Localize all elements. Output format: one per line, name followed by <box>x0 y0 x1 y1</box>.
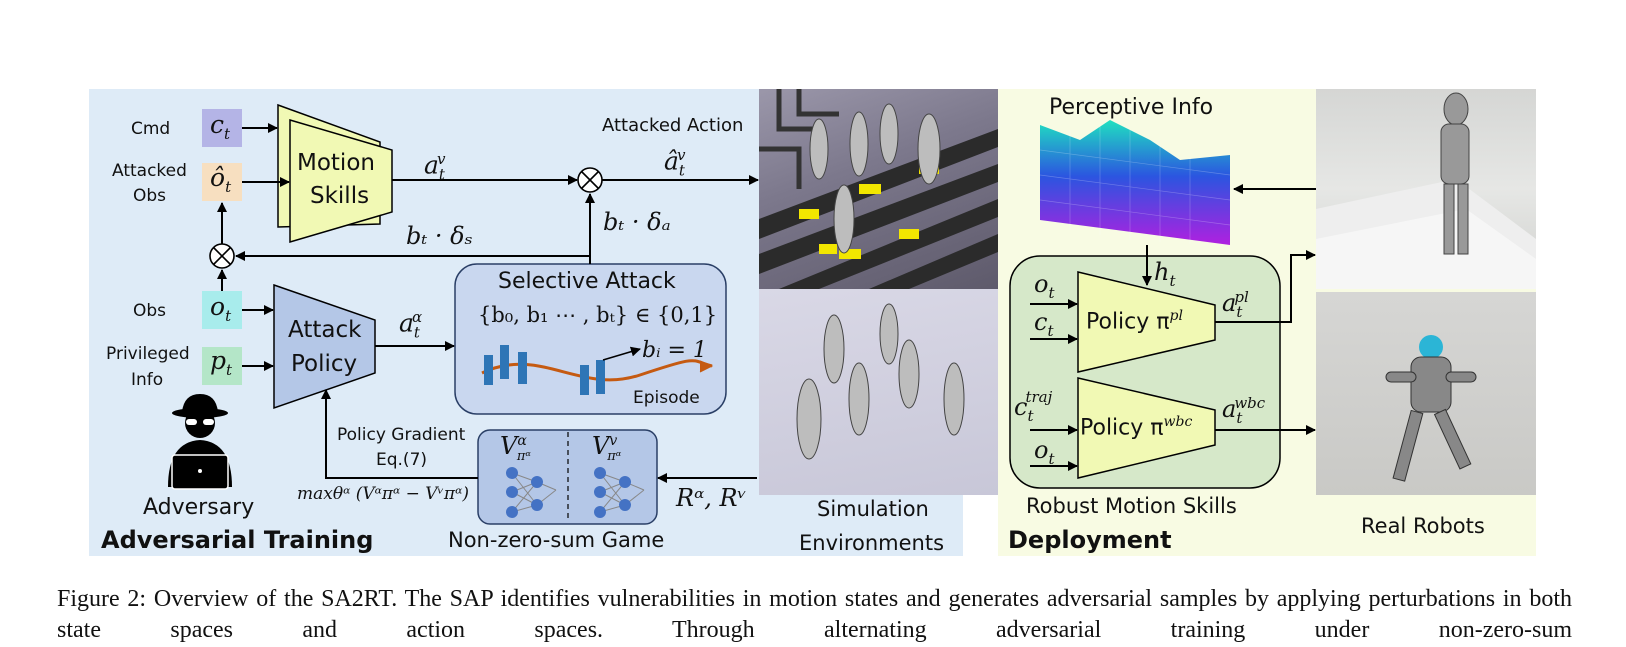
dep-c-t-label: ct <box>1034 308 1054 340</box>
b-delta-a-label: bₜ · δₐ <box>603 208 671 236</box>
otimes-icon <box>209 167 603 269</box>
robust-motion-skills-label: Robust Motion Skills <box>1026 494 1237 518</box>
v-alpha-label: Vαπᵅ <box>500 432 531 464</box>
deployment-title: Deployment <box>1008 526 1172 554</box>
dep-o-t-label-1: ot <box>1034 270 1055 302</box>
selective-attack-set: {b₀, b₁ ⋯ , bₜ} ∈ {0,1} <box>478 303 718 327</box>
policy-wbc-block <box>1077 377 1216 479</box>
dep-c-traj-label: cttraj <box>1014 388 1053 425</box>
eq-label: Eq.(7) <box>376 450 428 470</box>
simulation-flat-image <box>759 289 998 495</box>
cmd-label: Cmd <box>131 119 171 139</box>
cmd-box <box>202 109 242 147</box>
attacked-action-label: Attacked Action <box>602 115 744 136</box>
selective-attack-title: Selective Attack <box>498 269 676 294</box>
priv-info-label-2: Info <box>131 370 164 390</box>
c-t-symbol: ct <box>210 110 231 143</box>
policy-pl-label: Policy πpl <box>1086 308 1183 335</box>
motion-skills-label-1: Motion <box>297 150 375 176</box>
a-hat-t-v-label: âtv <box>664 146 686 180</box>
o-hat-t-symbol: ôt <box>210 163 232 196</box>
o-t-symbol: ot <box>210 292 232 325</box>
non-zero-sum-game-label: Non-zero-sum Game <box>448 528 665 552</box>
b-i-label: bᵢ = 1 <box>642 338 707 363</box>
simulation-label-1: Simulation <box>817 497 929 521</box>
reward-label: Rᵅ, Rᵛ <box>676 484 747 512</box>
policy-pl-block <box>1077 271 1216 373</box>
a-t-v-label: atv <box>424 150 446 184</box>
adversary-label: Adversary <box>143 495 255 520</box>
obs-label: Obs <box>133 301 167 321</box>
simulation-label-2: Environments <box>799 531 945 555</box>
motion-skills-label-2: Skills <box>310 183 370 209</box>
real-robots-label: Real Robots <box>1361 514 1485 538</box>
attack-policy-block <box>273 283 376 410</box>
episode-label: Episode <box>633 388 700 408</box>
max-objective: maxθᵅ (Vᵅπᵅ − Vᵛπᵅ) <box>297 484 469 504</box>
v-v-label: Vvπᵅ <box>592 432 622 464</box>
simulation-stairs-image <box>759 89 998 289</box>
priv-info-box <box>202 347 242 385</box>
real-robot-stairs-image <box>1316 89 1536 289</box>
b-delta-s-label: bₜ · δₛ <box>406 222 473 250</box>
priv-info-label-1: Privileged <box>106 344 190 364</box>
attacked-obs-label-1: Attacked <box>112 161 187 181</box>
policy-wbc-label: Policy πwbc <box>1080 414 1193 441</box>
attacked-obs-label-2: Obs <box>133 186 167 206</box>
motion-skills-block <box>289 118 393 244</box>
real-robot-running-image <box>1316 292 1536 495</box>
adversarial-training-title: Adversarial Training <box>101 526 374 554</box>
terrain-heightmap-icon <box>1039 120 1231 245</box>
neural-net-icon <box>511 472 645 513</box>
attack-policy-label-1: Attack <box>288 317 362 343</box>
a-t-pl-label: atpl <box>1222 288 1249 321</box>
dep-o-t-label-2: ot <box>1034 436 1055 468</box>
a-t-alpha-label: atα <box>399 308 423 342</box>
attacked-obs-box <box>202 163 242 201</box>
figure-caption: Figure 2: Overview of the SA2RT. The SAP… <box>57 586 1572 643</box>
attack-policy-label-2: Policy <box>291 351 358 377</box>
policy-gradient-label: Policy Gradient <box>337 425 466 445</box>
a-t-wbc-label: atwbc <box>1222 394 1266 427</box>
obs-box <box>202 291 242 329</box>
h-t-label: ht <box>1154 258 1176 290</box>
spy-adversary-icon <box>168 394 232 490</box>
p-t-symbol: pt <box>210 346 233 379</box>
perceptive-info-label: Perceptive Info <box>1049 95 1214 120</box>
